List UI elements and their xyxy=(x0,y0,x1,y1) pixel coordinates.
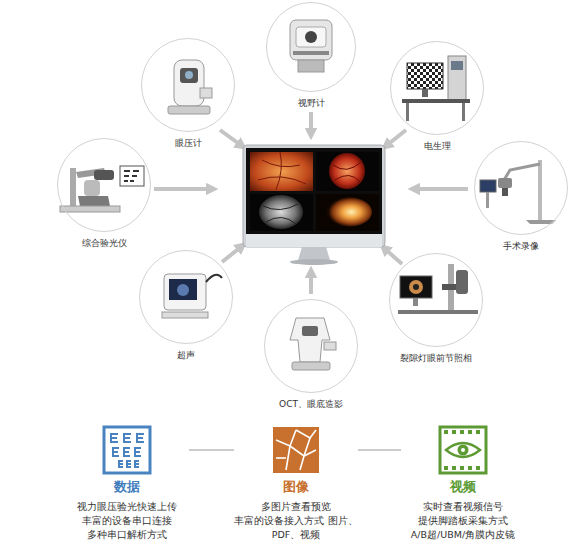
device-circle: 眼压计 xyxy=(141,38,235,132)
connector-line xyxy=(358,449,401,451)
device-circle: 综合验光仪 xyxy=(57,138,151,232)
device-circle: OCT、眼底造影 xyxy=(264,299,358,393)
feature-description: 视力眼压验光快速上传 丰富的设备串口连接 多种串口解析方式 xyxy=(65,500,189,542)
device-label: 手术录像 xyxy=(503,240,539,253)
device-label: OCT、眼底造影 xyxy=(279,398,343,411)
device-label: 裂隙灯眼前节照相 xyxy=(400,352,472,365)
feature-title: 图像 xyxy=(234,478,358,496)
device-circle: 视野计 xyxy=(266,2,356,92)
device-circle: 手术录像 xyxy=(474,141,568,235)
feature-item: 数据视力眼压验光快速上传 丰富的设备串口连接 多种串口解析方式 xyxy=(65,424,189,542)
connector-line xyxy=(189,449,234,451)
device-label: 综合验光仪 xyxy=(82,237,127,250)
feature-item: 视频实时查看视频信号 提供脚踏板采集方式 A/B超/UBM/角膜内皮镜 xyxy=(401,424,525,542)
feature-description: 实时查看视频信号 提供脚踏板采集方式 A/B超/UBM/角膜内皮镜 xyxy=(401,500,525,542)
device-circle: 电生理 xyxy=(390,41,484,135)
feature-title: 视频 xyxy=(401,478,525,496)
device-circle: 超声 xyxy=(139,250,233,344)
feature-description: 多图片查看预览 丰富的设备接入方式 图片、PDF、视频 xyxy=(234,500,358,542)
device-label: 超声 xyxy=(177,349,195,362)
device-circle: 裂隙灯眼前节照相 xyxy=(389,253,483,347)
device-label: 电生理 xyxy=(424,140,451,153)
feature-item: 图像多图片查看预览 丰富的设备接入方式 图片、PDF、视频 xyxy=(234,424,358,542)
device-label: 视野计 xyxy=(298,97,325,110)
feature-title: 数据 xyxy=(65,478,189,496)
device-label: 眼压计 xyxy=(175,137,202,150)
